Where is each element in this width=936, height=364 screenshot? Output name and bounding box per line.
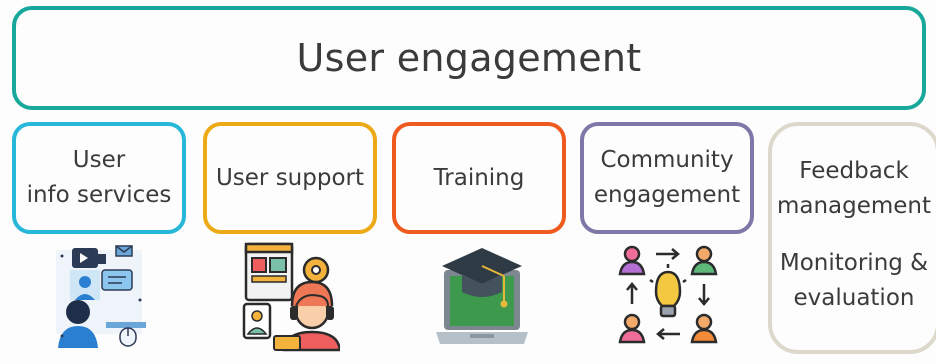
customer-support-agent-icon <box>242 242 340 352</box>
box-label-line: info services <box>26 182 172 208</box>
graduation-laptop-icon <box>436 248 528 344</box>
video-call-user-icon <box>56 245 146 348</box>
training-box: Training <box>392 122 566 234</box>
box-label-line: Community <box>600 147 734 173</box>
box-label-line: User <box>72 147 126 173</box>
user-engagement-banner: User engagement <box>12 6 926 110</box>
community-idea-exchange-icon <box>618 245 718 344</box>
feedback-monitoring-box: Feedback management Monitoring & evaluat… <box>768 122 936 354</box>
box-label-line: Training <box>433 164 525 191</box>
box-label-line: engagement <box>593 182 741 208</box>
banner-title: User engagement <box>296 36 642 80</box>
box-label-line: User support <box>215 164 365 191</box>
user-info-services-box: User info services <box>12 122 186 234</box>
community-engagement-box: Community engagement <box>580 122 754 234</box>
box-label-line: Monitoring & <box>779 250 929 276</box>
box-label-line: evaluation <box>793 285 915 311</box>
user-support-box: User support <box>203 122 377 234</box>
box-label-line: Feedback <box>799 158 909 184</box>
box-label-line: management <box>776 193 932 219</box>
